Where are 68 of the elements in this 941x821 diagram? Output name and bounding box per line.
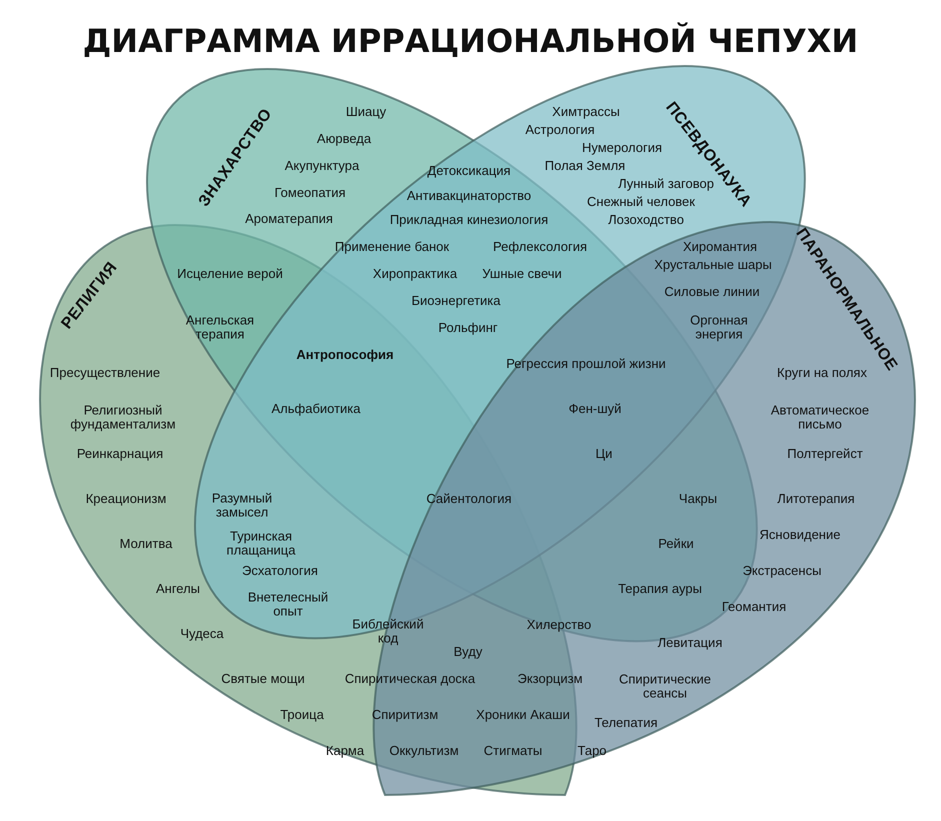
item-label: Шиацу (346, 105, 386, 119)
item-label: Святые мощи (221, 672, 305, 686)
item-label: Ангелы (156, 582, 200, 596)
item-label: Химтрассы (552, 105, 620, 119)
item-label: Молитва (120, 537, 172, 551)
item-label: Туринская плащаница (226, 529, 296, 557)
item-label: Хроники Акаши (476, 708, 570, 722)
item-label: Сайентология (426, 492, 512, 506)
item-label: Рейки (658, 537, 694, 551)
item-label: Ангельская терапия (184, 313, 256, 341)
item-label: Регрессия прошлой жизни (506, 357, 666, 371)
item-label: Ясновидение (760, 528, 840, 542)
item-label: Стигматы (484, 744, 542, 758)
item-label: Спиритические сеансы (618, 672, 712, 700)
item-label: Левитация (658, 636, 722, 650)
item-label: Вуду (454, 645, 482, 659)
item-label: Полая Земля (544, 159, 626, 173)
item-label: Троица (280, 708, 324, 722)
item-label: Детоксикация (427, 164, 511, 178)
item-label: Разумный замысел (210, 491, 274, 519)
item-label: Чудеса (180, 627, 224, 641)
item-label: Экстрасенсы (742, 564, 822, 578)
item-label: Ароматерапия (245, 212, 333, 226)
item-label: Автоматическое письмо (770, 403, 870, 431)
item-label: Ци (596, 447, 612, 461)
diagram-title: ДИАГРАММА ИРРАЦИОНАЛЬНОЙ ЧЕПУХИ (82, 22, 860, 60)
item-label: Чакры (678, 492, 718, 506)
item-label: Астрология (525, 123, 595, 137)
item-label: Геомантия (722, 600, 786, 614)
item-label: Антивакцинаторство (406, 189, 532, 203)
item-label: Ушные свечи (482, 267, 562, 281)
item-label: Креационизм (86, 492, 166, 506)
item-label: Прикладная кинезиология (390, 213, 548, 227)
item-label: Гомеопатия (274, 186, 346, 200)
item-label: Пресуществление (50, 366, 160, 380)
item-label: Таро (577, 744, 607, 758)
item-label: Библейский код (351, 617, 425, 645)
item-label: Религиозный фундаментализм (69, 403, 177, 431)
item-label: Акупунктура (284, 159, 360, 173)
item-label: Хилерство (526, 618, 592, 632)
item-label: Силовые линии (664, 285, 760, 299)
item-label: Лозоходство (608, 213, 684, 227)
item-label: Литотерапия (777, 492, 855, 506)
item-label: Хрустальные шары (654, 258, 772, 272)
item-label: Эсхатология (242, 564, 318, 578)
item-label: Полтергейст (787, 447, 863, 461)
item-label: Рефлексология (493, 240, 587, 254)
item-label: Спиритизм (372, 708, 438, 722)
item-label: Исцеление верой (177, 267, 283, 281)
item-label: Хиропрактика (372, 267, 458, 281)
item-label: Оргонная энергия (689, 313, 749, 341)
item-label: Биоэнергетика (412, 294, 500, 308)
item-label: Спиритическая доска (344, 672, 476, 686)
item-label: Применение банок (334, 240, 450, 254)
item-label: Нумерология (582, 141, 662, 155)
item-label: Карма (326, 744, 364, 758)
item-label: Оккультизм (389, 744, 459, 758)
item-label: Антропософия (296, 348, 394, 362)
item-label: Реинкарнация (76, 447, 164, 461)
item-label: Хиромантия (683, 240, 757, 254)
item-label: Альфабиотика (271, 402, 361, 416)
item-label: Аюрведа (316, 132, 372, 146)
item-label: Терапия ауры (618, 582, 702, 596)
item-label: Внетелесный опыт (246, 590, 330, 618)
item-label: Экзорцизм (517, 672, 583, 686)
item-label: Фен-шуй (568, 402, 622, 416)
item-label: Телепатия (594, 716, 658, 730)
item-label: Рольфинг (438, 321, 498, 335)
